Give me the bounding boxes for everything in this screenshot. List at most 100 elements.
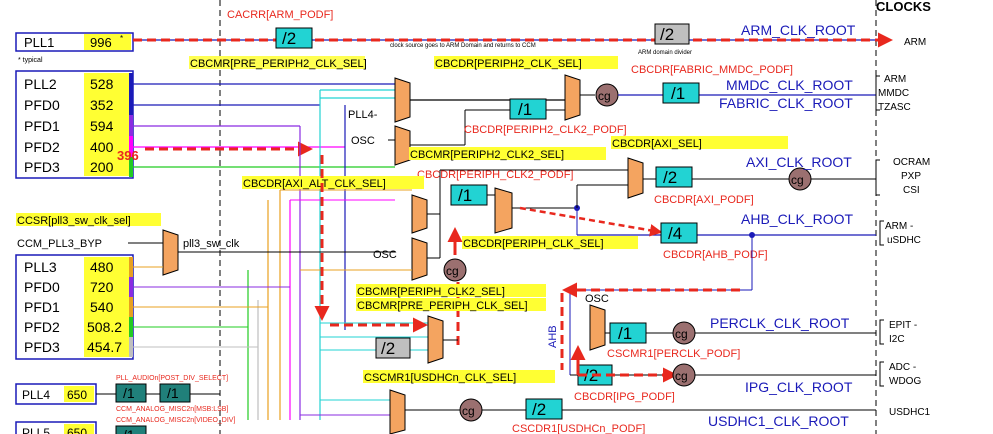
- out-csi: CSI: [903, 185, 920, 196]
- pll3-row-4-name: PFD3: [24, 339, 60, 355]
- pll3-row-3-name: PFD2: [24, 319, 60, 335]
- periph2-clk2-div-label: /1: [518, 100, 532, 119]
- cbcmr-periph-clk2-text: CBCMR[PERIPH_CLK2_SEL]: [357, 286, 505, 298]
- arm-podf-divider: [275, 27, 313, 49]
- audio-div-1: [115, 383, 147, 403]
- cg-ipg-label: cg: [675, 369, 688, 383]
- pll4-block: PLL4 650: [15, 383, 97, 405]
- gray-divider: [375, 337, 411, 359]
- ahb-path-highlight: [519, 206, 663, 237]
- pre-periph2-mux: [394, 77, 411, 123]
- pll3-row-1-name: PFD0: [24, 279, 60, 295]
- pll5-value: 650: [67, 426, 87, 434]
- cscmr1-usdhc-text: CSCMR1[USDHCn_CLK_SEL]: [364, 372, 516, 384]
- fabric-divider: [662, 82, 700, 104]
- cg-gate-usdhc: [459, 398, 483, 422]
- pll3-row-0-value: 480: [90, 259, 114, 275]
- out-tzasc: TZASC: [878, 102, 911, 113]
- arm-domain-divider: [654, 23, 690, 45]
- out-mmdc: MMDC: [878, 88, 909, 99]
- arm-clk-root: ARM_CLK_ROOT: [741, 22, 856, 38]
- mmdc-clk-root: MMDC_CLK_ROOT: [726, 77, 853, 93]
- ahb-divider: [660, 222, 698, 244]
- periph2-clk2-divider: [509, 98, 547, 120]
- pll2-row-2-value: 594: [90, 118, 114, 134]
- periph2-clk2-mux: [394, 125, 411, 166]
- ahb-vertical-label: AHB: [547, 325, 559, 348]
- axi-divider: [655, 166, 693, 188]
- usdhc-div-label: /2: [532, 400, 546, 419]
- clocks-title: CLOCKS: [876, 0, 931, 14]
- ipg-div-label: /2: [584, 366, 598, 385]
- cg-gate-ipg: [672, 363, 696, 387]
- pll1-value: 996: [90, 35, 112, 50]
- audio-div-2: [159, 383, 191, 403]
- pll3-row-2-value: 540: [90, 299, 114, 315]
- axi-clk-root: AXI_CLK_ROOT: [746, 154, 852, 170]
- cg-axi-label: cg: [791, 173, 804, 187]
- usdhc1-clk-root: USDHC1_CLK_ROOT: [708, 413, 849, 429]
- pll2-group: PLL2 528 PFD0 352 PFD1 594 PFD2 400 PFD3…: [15, 70, 134, 179]
- pll3-row-1-value: 720: [90, 279, 114, 295]
- fabric-div-label: /1: [671, 84, 685, 103]
- perclk-div-label: /1: [618, 324, 632, 343]
- ccm-analog-video: CCM_ANALOG_MISC2n[VIDEO_DIV]: [116, 417, 235, 424]
- cbcmr-periph2-clk2-bg: [409, 147, 606, 160]
- arm-domain-div-label: /2: [660, 25, 674, 44]
- cacrr-label: CACRR[ARM_PODF]: [227, 9, 333, 21]
- audio-div-2-label: /1: [167, 385, 179, 401]
- pre-periph-mux: [427, 315, 444, 364]
- cscmr1-perclk: CSCMR1[PERCLK_PODF]: [607, 348, 740, 360]
- cg-periph-label: cg: [446, 264, 459, 278]
- ccm-pll3-byp: CCM_PLL3_BYP: [17, 238, 102, 250]
- arm-podf-div-label: /2: [282, 29, 296, 48]
- osc-label-3: OSC: [585, 293, 609, 305]
- out-epit2: I2C: [889, 334, 905, 345]
- cg-usdhc-label: cg: [462, 404, 475, 418]
- out-ocram: OCRAM: [893, 157, 930, 168]
- out-arm-usdhc2: uSDHC: [887, 235, 921, 246]
- out-pxp: PXP: [901, 171, 921, 182]
- cbcdr-periph-clk2: CBCDR[PERIPH_CLK2_PODF]: [417, 169, 574, 181]
- osc-label-2: OSC: [373, 249, 397, 261]
- usdhc-mux: [389, 389, 406, 434]
- cbcdr-axi-sel-text: CBCDR[AXI_SEL]: [612, 138, 702, 150]
- cscmr1-usdhc-bg: [363, 370, 555, 383]
- pll2-row-4-name: PFD3: [24, 159, 60, 175]
- out-arm-usdhc1: ARM -: [885, 221, 913, 232]
- cbcdr-axi-podf: CBCDR[AXI_PODF]: [654, 194, 754, 206]
- pll2-row-3-value: 400: [90, 139, 114, 155]
- pll2-row-1-value: 352: [90, 97, 114, 113]
- output-brackets: [875, 75, 884, 387]
- pll2-row-3-name: PFD2: [24, 139, 60, 155]
- cscdr1-usdhc: CSCDR1[USDHCn_PODF]: [512, 423, 645, 434]
- cbcdr-axi-sel-bg: [611, 136, 788, 149]
- out-usdhc1: USDHC1: [889, 407, 931, 418]
- usdhc-divider: [525, 398, 563, 420]
- periph2-mux: [564, 74, 581, 121]
- cbcdr-periph2-podf: CBCDR[PERIPH2_CLK2_PODF]: [464, 124, 627, 136]
- arm-divider-note: ARM domain divider: [638, 50, 692, 56]
- cbcdr-periph-bg: [462, 236, 638, 249]
- video-div-1: [115, 425, 147, 434]
- pll2-row-4-value: 200: [90, 159, 114, 175]
- cbcdr-ipg: CBCDR[IPG_PODF]: [574, 391, 675, 403]
- axi-div-label: /2: [663, 168, 677, 187]
- cbcdr-axi-alt-text: CBCDR[AXI_ALT_CLK_SEL]: [243, 178, 386, 190]
- out-epit1: EPIT -: [889, 320, 917, 331]
- cbcmr-periph2-clk2-text: CBCMR[PERIPH2_CLK2_SEL]: [410, 149, 564, 161]
- perclk-clk-root: PERCLK_CLK_ROOT: [710, 315, 850, 331]
- axi-alt-mux: [411, 194, 428, 234]
- pll-audio-label: PLL_AUDIOn[POST_DIV_SELECT]: [116, 375, 228, 382]
- out-adc2: WDOG: [889, 376, 921, 387]
- periph-clk2-div-label: /1: [458, 186, 472, 205]
- pll2-row-1-name: PFD0: [24, 97, 60, 113]
- periph-mux: [494, 187, 513, 234]
- pll4-label: PLL4-: [348, 109, 378, 121]
- ahb-div-label: /4: [668, 224, 682, 243]
- cbcmr-pre-periph2-bg: [189, 56, 365, 69]
- pll5-name: PLL5: [22, 426, 50, 434]
- ccm-analog-msb: CCM_ANALOG_MISC2n[MSB:LSB]: [116, 406, 228, 413]
- cbcmr-pre-periph-bg: [356, 298, 546, 311]
